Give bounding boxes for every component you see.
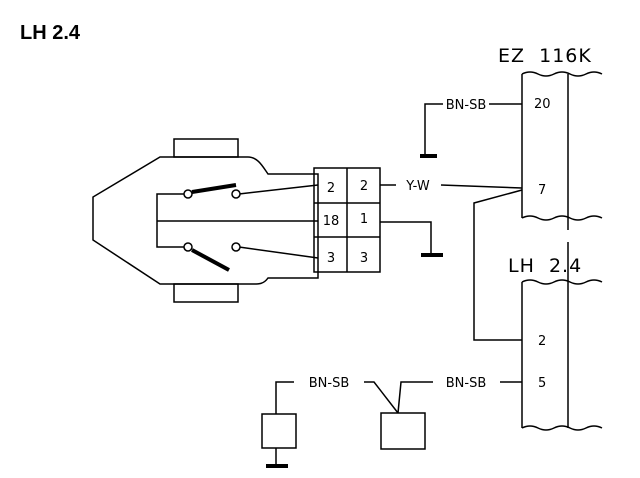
switch-bottom-tab: [173, 283, 239, 303]
connector-ground-wire: [380, 221, 432, 255]
lh-pin-5: 5: [538, 376, 546, 391]
component-feed-wire: [275, 381, 294, 414]
connector-left-pin-2: 18: [323, 214, 340, 229]
throttle-switch: [92, 138, 319, 303]
ez-pin-20: 20: [534, 97, 551, 112]
wire-label-top-bnsb: BN-SB: [446, 98, 487, 113]
idle-switch-blade: [191, 183, 237, 194]
diagram-title: LH 2.4: [20, 22, 81, 44]
wire-label-yw: Y-W: [405, 179, 430, 194]
connector-left-pin-3: 3: [327, 251, 335, 266]
ez-module-bottom-break: [521, 215, 603, 221]
lh-bnsb-wire-left: [397, 381, 433, 414]
lh-pin-2: 2: [538, 334, 546, 349]
ez-bnsb-wire-left: [424, 103, 443, 156]
relay-box: [380, 412, 426, 450]
connector-right-pin-2: 1: [360, 212, 368, 227]
contact-upper-right: [231, 189, 241, 199]
connector-block: [313, 167, 381, 273]
switch-top-tab: [173, 138, 239, 158]
contact-upper-left: [183, 189, 193, 199]
relay-feed-wire: [364, 381, 399, 414]
wire-label-bottom-left-bnsb: BN-SB: [309, 376, 350, 391]
switch-upper-wire: [238, 184, 319, 195]
ez-module-title: EZ 116K: [498, 45, 592, 67]
contact-lower-left: [183, 242, 193, 252]
connector-left-pin-1: 2: [327, 181, 335, 196]
connector-right-pin-1: 2: [360, 179, 368, 194]
component-box-left: [261, 413, 297, 449]
ez-pin-7: 7: [538, 183, 546, 198]
lh-module-title: LH 2.4: [508, 255, 582, 277]
lh-module-top-break: [521, 279, 603, 285]
connector-right-pin-3: 3: [360, 251, 368, 266]
contact-lower-right: [231, 242, 241, 252]
yw-wire-right: [440, 184, 523, 189]
full-load-switch-blade: [191, 248, 230, 272]
ez-to-lh-link-wire: [473, 189, 523, 341]
lh-module-bottom-break: [521, 425, 603, 431]
switch-lower-wire: [238, 246, 319, 259]
wire-label-bottom-right-bnsb: BN-SB: [446, 376, 487, 391]
ez-module-top-break: [521, 71, 603, 77]
switch-housing: [92, 156, 319, 285]
